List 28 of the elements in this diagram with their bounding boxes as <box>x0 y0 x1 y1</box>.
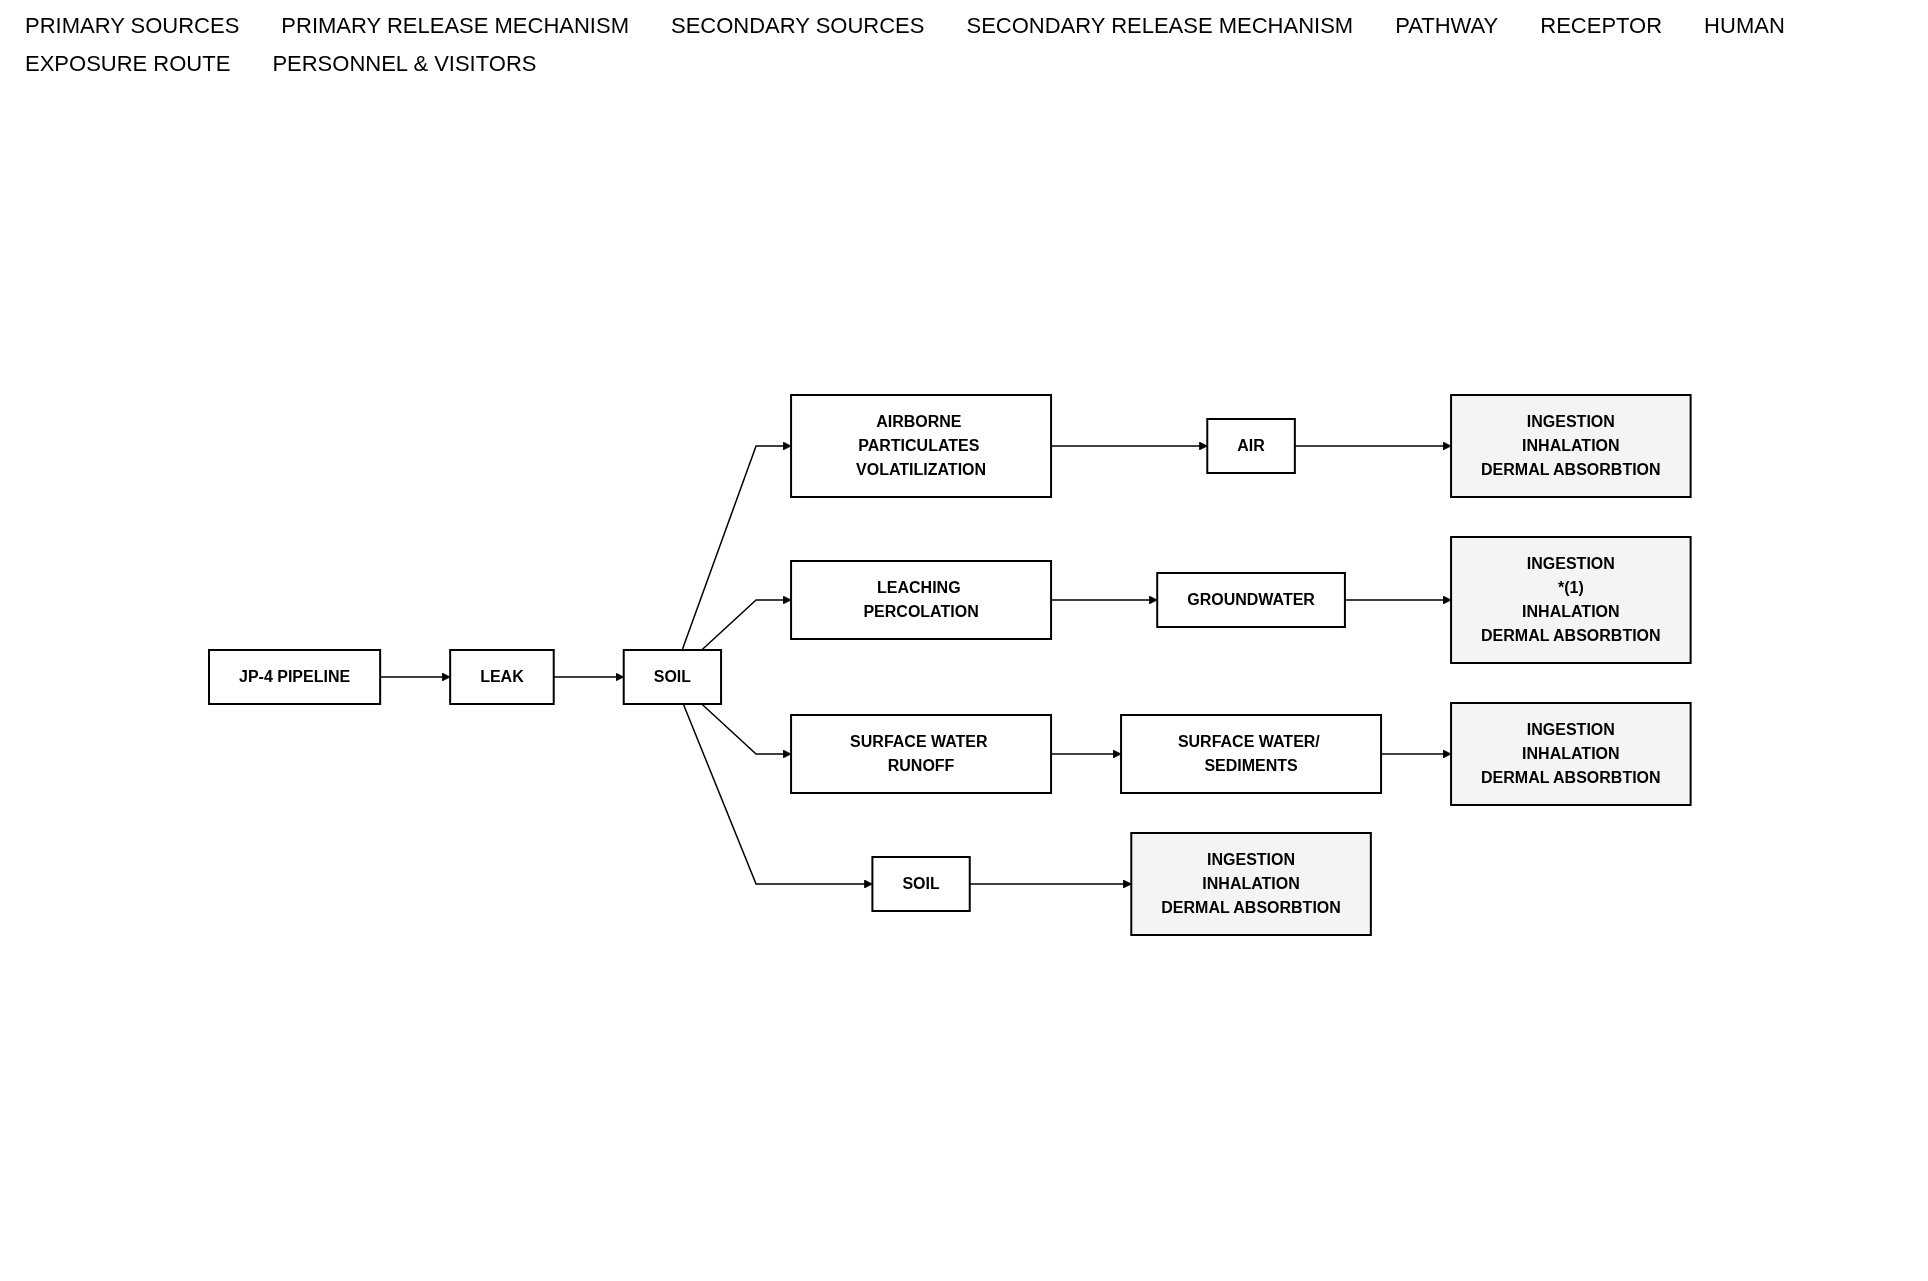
arrow <box>969 879 1132 889</box>
column-heading: EXPOSURE ROUTE <box>24 50 232 78</box>
column-heading: PRIMARY SOURCES <box>24 12 241 40</box>
node-box: SOIL <box>622 649 723 705</box>
node-box: LEAK <box>449 649 555 705</box>
column-heading: SECONDARY SOURCES <box>669 12 926 40</box>
column-heading: PRIMARY RELEASE MECHANISM <box>280 12 630 40</box>
arrow <box>701 703 792 759</box>
node-box: INGESTION INHALATION DERMAL ABSORBTION <box>1450 702 1692 806</box>
column-heading: PATHWAY <box>1394 12 1500 40</box>
node-box: INGESTION INHALATION DERMAL ABSORBTION <box>1450 394 1692 498</box>
node-box: LEACHING PERCOLATION <box>790 560 1053 640</box>
arrow <box>701 595 792 651</box>
node-box: AIR <box>1206 418 1297 474</box>
column-heading: SECONDARY RELEASE MECHANISM <box>965 12 1355 40</box>
node-box: AIRBORNE PARTICULATES VOLATILIZATION <box>790 394 1053 498</box>
node-box: INGESTION *(1) INHALATION DERMAL ABSORBTION <box>1450 536 1692 664</box>
column-heading: HUMAN <box>1703 12 1786 40</box>
arrow <box>682 703 873 889</box>
node-box: GROUNDWATER <box>1156 572 1347 628</box>
node-box: JP-4 PIPELINE <box>208 649 382 705</box>
column-heading: RECEPTOR <box>1539 12 1664 40</box>
arrow <box>681 441 792 651</box>
node-box: INGESTION INHALATION DERMAL ABSORBTION <box>1130 832 1373 936</box>
node-box: SURFACE WATER RUNOFF <box>790 714 1053 794</box>
node-box: SOIL <box>871 856 971 912</box>
column-heading: PERSONNEL & VISITORS <box>271 50 538 78</box>
node-box: SURFACE WATER/ SEDIMENTS <box>1120 714 1383 794</box>
